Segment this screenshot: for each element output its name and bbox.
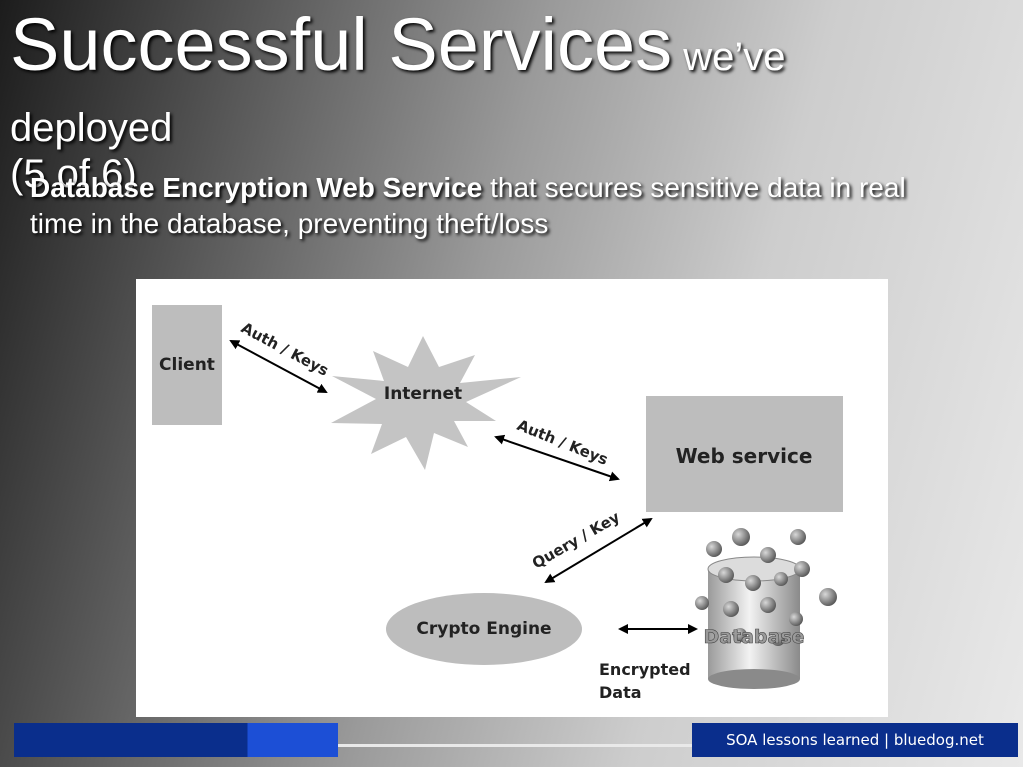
arrow-webservice-crypto	[544, 517, 653, 584]
encrypted-data-label-2: Data	[599, 683, 642, 702]
encryption-diagram: Client Internet Web service Crypto Engin…	[136, 279, 888, 717]
slide-title: Successful Services we’ve deployed (5 of…	[10, 8, 1010, 196]
footer-divider	[338, 744, 693, 747]
crypto-engine-ellipse	[386, 593, 582, 665]
database-icon	[695, 528, 837, 689]
bullet-rest: that secures sensitive data in real time…	[30, 172, 906, 239]
crypto-engine-label: Crypto Engine	[416, 619, 551, 639]
arrow-internet-webservice	[494, 434, 620, 482]
title-main: Successful Services	[10, 3, 673, 86]
database-label: Database	[703, 626, 804, 648]
bullet-bold: Database Encryption Web Service	[30, 172, 483, 203]
title-suffix: we’ve	[672, 35, 786, 79]
internet-label: Internet	[384, 384, 462, 404]
title-line-3: (5 of 6)	[10, 152, 137, 196]
web-service-label: Web service	[676, 444, 813, 468]
arrow-label-query-key: Query / Key	[529, 508, 623, 573]
title-line-2: deployed	[10, 106, 173, 150]
client-box	[152, 305, 222, 425]
internet-starburst	[331, 336, 521, 470]
diagram-svg: Client Internet Web service Crypto Engin…	[152, 305, 843, 702]
encrypted-data-label-1: Encrypted	[599, 660, 691, 679]
footer-text: SOA lessons learned | bluedog.net	[692, 723, 1018, 757]
bullet-text: Database Encryption Web Service that sec…	[30, 170, 960, 242]
arrow-client-internet	[229, 340, 328, 393]
client-label: Client	[159, 355, 215, 375]
web-service-box	[646, 396, 843, 512]
footer-bar-left	[14, 723, 338, 757]
